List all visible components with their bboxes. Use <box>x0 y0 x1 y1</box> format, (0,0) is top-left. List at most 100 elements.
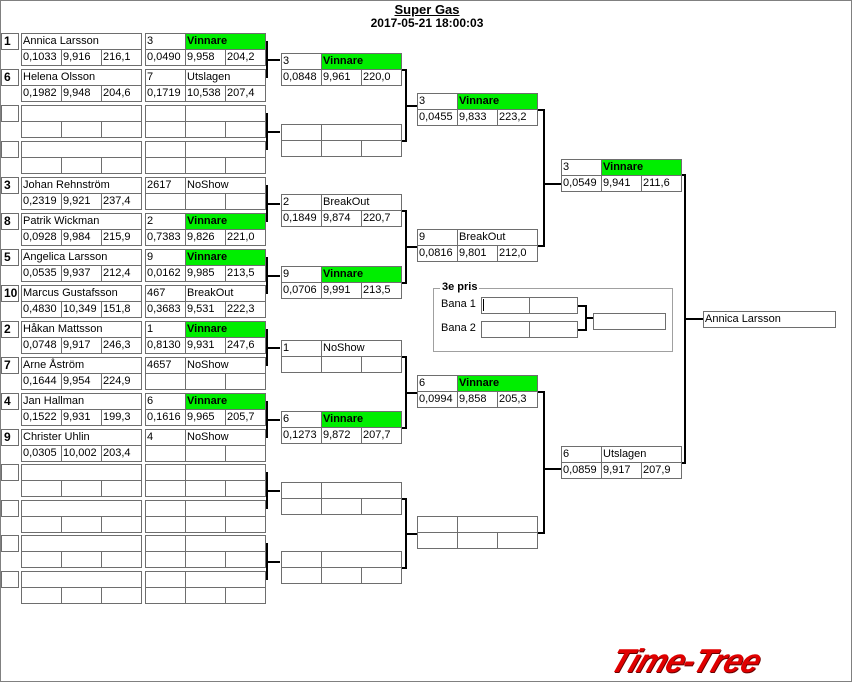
lane-number[interactable] <box>417 516 458 533</box>
winner-status[interactable]: Vinnare <box>457 93 538 110</box>
race-status[interactable]: NoShow <box>321 340 402 357</box>
race-status[interactable]: NoShow <box>185 177 266 194</box>
driver-name[interactable] <box>21 571 142 588</box>
lane-number[interactable] <box>145 141 186 158</box>
lane-number[interactable]: 7 <box>145 69 186 86</box>
lane-number[interactable] <box>145 535 186 552</box>
reaction-time: 0,2319 <box>21 193 62 210</box>
race-status[interactable] <box>321 551 402 568</box>
lane-number[interactable]: 6 <box>561 446 602 463</box>
lane-number[interactable] <box>281 124 322 141</box>
race-status[interactable]: BreakOut <box>185 285 266 302</box>
third-place-title: 3e pris <box>440 281 480 293</box>
race-status[interactable] <box>185 571 266 588</box>
driver-name[interactable]: Arne Åström <box>21 357 142 374</box>
winner-status[interactable]: Vinnare <box>185 213 266 230</box>
race-status[interactable] <box>185 535 266 552</box>
champion-field[interactable]: Annica Larsson <box>703 311 836 328</box>
third-lane2-b[interactable] <box>529 321 578 338</box>
race-status[interactable]: BreakOut <box>321 194 402 211</box>
lane-number[interactable]: 2 <box>281 194 322 211</box>
lane-number[interactable]: 3 <box>281 53 322 70</box>
seed-number: 4 <box>1 393 19 410</box>
lane1-label: Bana 1 <box>441 298 476 310</box>
bracket-connector <box>266 41 268 43</box>
winner-status[interactable]: Vinnare <box>321 266 402 283</box>
lane-number[interactable]: 4 <box>145 429 186 446</box>
third-lane1-a[interactable] <box>481 297 530 314</box>
race-status[interactable] <box>457 516 538 533</box>
speed <box>361 140 402 157</box>
winner-status[interactable]: Vinnare <box>185 321 266 338</box>
speed <box>361 356 402 373</box>
race-status[interactable] <box>185 141 266 158</box>
lane-number[interactable]: 9 <box>281 266 322 283</box>
winner-status[interactable]: Vinnare <box>457 375 538 392</box>
driver-name[interactable] <box>21 105 142 122</box>
driver-name[interactable]: Christer Uhlin <box>21 429 142 446</box>
lane-number[interactable]: 1 <box>281 340 322 357</box>
elapsed-time: 9,874 <box>321 210 362 227</box>
driver-name[interactable] <box>21 464 142 481</box>
lane-number[interactable]: 467 <box>145 285 186 302</box>
lane-number[interactable] <box>145 105 186 122</box>
lane-number[interactable]: 6 <box>145 393 186 410</box>
driver-name[interactable] <box>21 500 142 517</box>
lane-number[interactable]: 1 <box>145 321 186 338</box>
race-status[interactable]: BreakOut <box>457 229 538 246</box>
lane-number[interactable]: 3 <box>417 93 458 110</box>
driver-name[interactable]: Marcus Gustafsson <box>21 285 142 302</box>
third-lane1-b[interactable] <box>529 297 578 314</box>
driver-name[interactable]: Johan Rehnström <box>21 177 142 194</box>
race-status[interactable] <box>321 482 402 499</box>
driver-name[interactable]: Håkan Mattsson <box>21 321 142 338</box>
lane-number[interactable]: 6 <box>417 375 458 392</box>
speed <box>101 480 142 497</box>
lane-number[interactable]: 2617 <box>145 177 186 194</box>
speed <box>101 587 142 604</box>
lane-number[interactable]: 3 <box>145 33 186 50</box>
winner-status[interactable]: Vinnare <box>185 393 266 410</box>
winner-status[interactable]: Vinnare <box>321 411 402 428</box>
lane-number[interactable]: 2 <box>145 213 186 230</box>
lane-number[interactable]: 9 <box>417 229 458 246</box>
lane-number[interactable] <box>281 482 322 499</box>
lane-number[interactable]: 6 <box>281 411 322 428</box>
lane-number[interactable]: 9 <box>145 249 186 266</box>
lane-number[interactable]: 4657 <box>145 357 186 374</box>
race-status[interactable]: Utslagen <box>185 69 266 86</box>
winner-status[interactable]: Vinnare <box>185 249 266 266</box>
third-lane2-a[interactable] <box>481 321 530 338</box>
race-status[interactable] <box>185 500 266 517</box>
bracket-connector <box>682 174 685 176</box>
lane-number[interactable] <box>145 464 186 481</box>
lane-number[interactable] <box>145 500 186 517</box>
race-status[interactable]: NoShow <box>185 357 266 374</box>
race-status[interactable]: Utslagen <box>601 446 682 463</box>
lane-number[interactable] <box>145 571 186 588</box>
elapsed-time: 9,833 <box>457 109 498 126</box>
driver-name[interactable]: Annica Larsson <box>21 33 142 50</box>
lane-number[interactable]: 3 <box>561 159 602 176</box>
driver-name[interactable]: Angelica Larsson <box>21 249 142 266</box>
driver-name[interactable] <box>21 141 142 158</box>
race-status[interactable] <box>321 124 402 141</box>
elapsed-time <box>61 551 102 568</box>
winner-status[interactable]: Vinnare <box>321 53 402 70</box>
bracket-connector <box>402 210 406 212</box>
bracket-connector <box>543 391 545 534</box>
race-status[interactable] <box>185 105 266 122</box>
lane-number[interactable] <box>281 551 322 568</box>
winner-status[interactable]: Vinnare <box>601 159 682 176</box>
third-place-result[interactable] <box>593 313 666 330</box>
speed-2: 207,4 <box>225 85 266 102</box>
driver-name[interactable]: Patrik Wickman <box>21 213 142 230</box>
driver-name[interactable]: Helena Olsson <box>21 69 142 86</box>
elapsed-time <box>321 498 362 515</box>
race-status[interactable]: NoShow <box>185 429 266 446</box>
race-status[interactable] <box>185 464 266 481</box>
driver-name[interactable] <box>21 535 142 552</box>
driver-name[interactable]: Jan Hallman <box>21 393 142 410</box>
speed: 211,6 <box>641 175 682 192</box>
winner-status[interactable]: Vinnare <box>185 33 266 50</box>
